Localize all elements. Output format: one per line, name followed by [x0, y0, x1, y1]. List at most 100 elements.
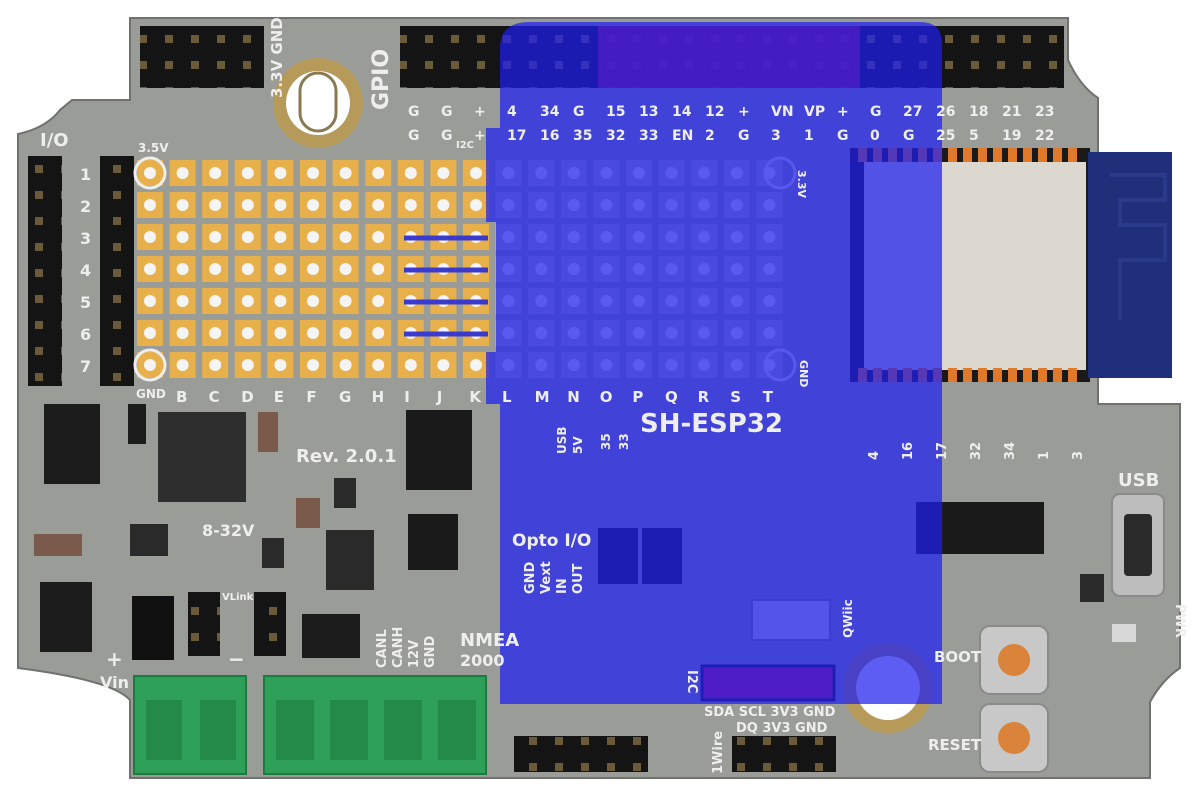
header-bottom-left[interactable]	[514, 736, 648, 772]
reset-button[interactable]	[979, 703, 1049, 773]
opto-col-label: IN	[555, 578, 570, 594]
proto-col-label: T	[763, 388, 774, 406]
voltage-range-label: 8-32V	[202, 521, 255, 540]
proto-col-label: M	[535, 388, 550, 406]
proto-hole	[307, 327, 319, 339]
gnd-right-label: GND	[797, 360, 810, 387]
proto-row-label: 4	[80, 261, 91, 280]
i2c-pins-label: SDA SCL 3V3 GND	[704, 705, 836, 720]
gpio-pin-label-top: 14	[672, 104, 692, 120]
onewire-label: 1Wire	[711, 731, 726, 774]
proto-hole	[274, 359, 287, 371]
right-pin-label: 32	[969, 442, 984, 460]
proto-hole	[470, 359, 482, 371]
header-3v3-gnd[interactable]	[140, 26, 264, 88]
onewire-header[interactable]	[732, 736, 836, 772]
gpio-pin-label-bottom: G	[408, 128, 420, 144]
proto-hole	[144, 231, 156, 243]
gpio-pin-label-top: +	[837, 104, 849, 120]
ic-cap	[132, 596, 174, 660]
proto-row-label: 2	[80, 197, 91, 216]
small-smd-parts	[34, 404, 1136, 642]
proto-hole	[339, 327, 352, 339]
opto-col-label: Vext	[539, 561, 554, 594]
proto-hole	[339, 199, 352, 211]
usb5v-label-a: USB	[555, 426, 569, 454]
proto-hole	[404, 167, 417, 179]
right-pin-label: 1	[1037, 451, 1052, 460]
gpio-pin-label-top: G	[441, 104, 453, 120]
proto-hole	[339, 263, 352, 275]
gpio-pin-label-bottom: G	[903, 128, 915, 144]
gpio-pin-label-top: VP	[804, 104, 825, 120]
boot-button[interactable]	[979, 625, 1049, 695]
gpio-pin-label-top: 23	[1035, 104, 1054, 120]
proto-hole	[339, 359, 352, 371]
gpio-pin-label-bottom: 22	[1035, 128, 1054, 144]
terminal-vin[interactable]	[133, 675, 247, 775]
io-header-right[interactable]	[100, 156, 134, 386]
gpio-pin-label-top: 4	[507, 104, 517, 120]
proto-hole	[339, 167, 352, 179]
proto-hole	[339, 231, 352, 243]
esp-pin	[993, 148, 1002, 162]
proto-hole	[144, 295, 156, 307]
nmea-2000-label: 2000	[460, 651, 505, 670]
proto-hole	[437, 199, 450, 211]
can-col-label: CANL	[375, 629, 390, 668]
right-pin-label: 4	[867, 451, 882, 460]
proto-col-label: N	[567, 388, 580, 406]
proto-hole	[144, 327, 156, 339]
proto-hole	[209, 327, 222, 339]
proto-hole	[307, 199, 319, 211]
proto-hole	[176, 167, 189, 179]
proto-hole	[274, 231, 287, 243]
vlink-jumper-1[interactable]	[188, 592, 220, 656]
proto-hole	[176, 263, 189, 275]
proto-hole	[241, 167, 254, 179]
esp-pin	[1068, 148, 1077, 162]
v35-label: 3.5V	[138, 141, 169, 155]
ic-can	[408, 514, 458, 570]
proto-col-label: C	[209, 388, 220, 406]
proto-hole	[176, 199, 189, 211]
pwr-label: PWR	[1172, 604, 1187, 638]
nmea-label: NMEA	[460, 630, 519, 651]
revision-label: Rev. 2.0.1	[296, 446, 397, 467]
proto-hole	[372, 359, 385, 371]
proto-col-label: L	[502, 388, 512, 406]
gpio-pin-label-top: 13	[639, 104, 658, 120]
ic-diode	[40, 582, 92, 652]
proto-hole	[372, 263, 385, 275]
pin33-label: 33	[617, 433, 631, 450]
proto-col-label: E	[274, 388, 284, 406]
esp-pin	[1008, 368, 1017, 382]
vin-label: Vin	[100, 673, 129, 692]
proto-hole	[470, 199, 482, 211]
proto-hole	[274, 327, 287, 339]
usb-connector[interactable]	[1111, 493, 1165, 597]
proto-col-label: D	[241, 388, 253, 406]
proto-hole	[372, 327, 385, 339]
boot-label: BOOT	[934, 648, 982, 666]
terminal-nmea2000[interactable]	[263, 675, 487, 775]
vlink-jumper-2[interactable]	[254, 592, 286, 656]
reset-label: RESET	[928, 736, 982, 754]
onewire-pins-label: DQ 3V3 GND	[736, 721, 828, 736]
esp-pin	[948, 148, 957, 162]
gpio-pin-label-bottom: 0	[870, 128, 880, 144]
esp-pin	[1038, 368, 1047, 382]
opto-col-label: OUT	[571, 563, 586, 594]
opto-io-label: Opto I/O	[512, 531, 591, 551]
proto-hole	[372, 167, 385, 179]
proto-hole	[274, 167, 287, 179]
proto-hole	[437, 167, 450, 179]
io-header-left[interactable]	[28, 156, 62, 386]
vlink-label: VLink	[222, 592, 254, 603]
gpio-pin-label-bottom: 2	[705, 128, 715, 144]
esp-pin	[963, 148, 972, 162]
